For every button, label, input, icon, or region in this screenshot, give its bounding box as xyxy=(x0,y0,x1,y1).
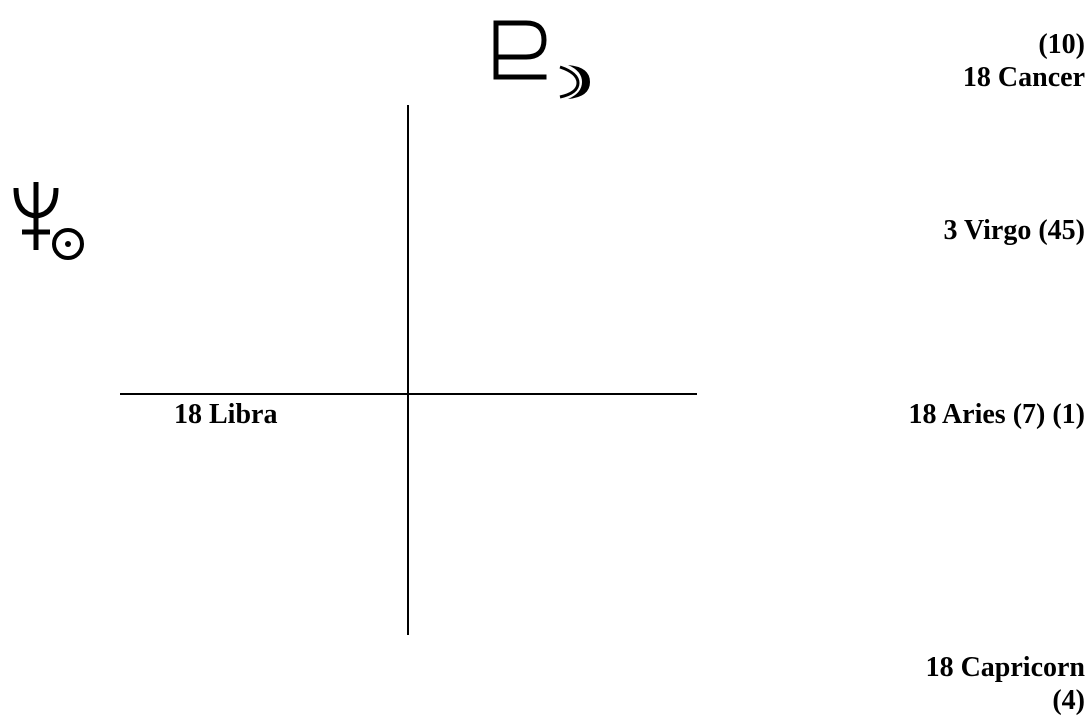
neptune-sun-icon xyxy=(13,182,84,260)
virgo-label: 3 Virgo (45) xyxy=(943,215,1085,246)
libra-label: 18 Libra xyxy=(174,399,278,430)
capricorn-label-text: 18 Capricorn xyxy=(925,652,1085,683)
horizontal-axis-line xyxy=(120,393,697,395)
cancer-label-block: (10) 18 Cancer xyxy=(963,28,1085,94)
cancer-label-number: (10) xyxy=(1038,29,1085,60)
aries-label: 18 Aries (7) (1) xyxy=(908,399,1085,430)
capricorn-label-number: (4) xyxy=(1052,685,1085,716)
cancer-label-text: 18 Cancer xyxy=(962,62,1085,93)
capricorn-label-block: 18 Capricorn (4) xyxy=(926,651,1085,717)
vertical-axis-line xyxy=(407,105,409,635)
pluto-moon-icon xyxy=(493,20,590,99)
